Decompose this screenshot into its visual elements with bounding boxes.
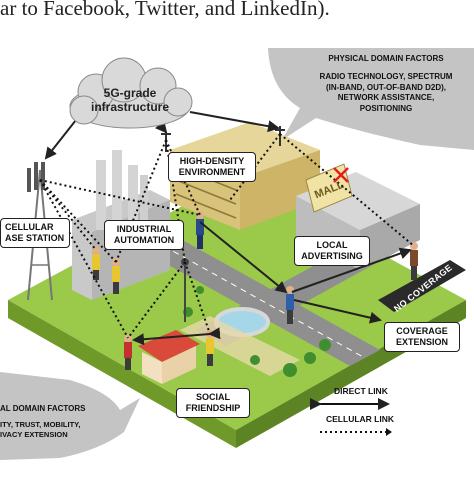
social-panel-title: AL DOMAIN FACTORS [0,404,86,413]
cellular-line2: ASE STATION [5,233,65,243]
physical-line4: POSITIONING [359,103,413,113]
physical-panel-title: PHYSICAL DOMAIN FACTORS [328,54,444,63]
social-friendship-line2: FRIENDSHIP [185,403,241,413]
caption-text: ar to Facebook, Twitter, and LinkedIn). [0,0,330,20]
direct-links [44,111,412,346]
person-police [196,211,204,249]
label-coverage-extension: COVERAGE EXTENSION [384,322,460,352]
cloud-line2: infrastructure [90,100,170,114]
physical-line2: (IN-BAND, OUT-OF-BAND D2D), [326,82,446,92]
social-line2: IVACY EXTENSION [0,430,68,439]
social-factors-panel [0,372,140,460]
person-social-2 [206,330,214,366]
cloud-line1: 5G-grade [103,86,157,100]
physical-panel-body: RADIO TECHNOLOGY, SPECTRUM (IN-BAND, OUT… [298,72,474,114]
coverage-line2: EXTENSION [395,337,448,347]
people [92,211,418,370]
local-adv-line1: LOCAL [316,240,348,250]
coverage-line1: COVERAGE [396,326,448,336]
label-high-density-environment: HIGH-DENSITY ENVIRONMENT [168,152,256,182]
social-friendship-line1: SOCIAL [195,392,230,402]
social-panel-body: ITY, TRUST, MOBILITY, IVACY EXTENSION [0,420,120,440]
label-cellular-base-station: CELLULAR ASE STATION [0,218,70,248]
physical-line1: RADIO TECHNOLOGY, SPECTRUM [319,72,453,81]
no-coverage-strip [378,260,466,312]
legend-direct-label: DIRECT LINK [334,386,388,396]
legend-cellular-label: CELLULAR LINK [326,414,394,424]
high-density-line2: ENVIRONMENT [178,167,246,177]
local-adv-line2: ADVERTISING [301,251,363,261]
high-density-line1: HIGH-DENSITY [179,156,245,166]
no-signal-x [333,167,349,183]
person-social-1 [124,334,132,370]
person-worker-1 [92,246,100,280]
label-industrial-automation: INDUSTRIAL AUTOMATION [104,220,184,250]
cloud-shape [69,57,193,129]
industrial-line1: INDUSTRIAL [116,224,172,234]
person-mall [410,242,418,280]
physical-line3: NETWORK ASSISTANCE, [337,93,435,102]
person-worker-2 [112,258,120,294]
label-local-advertising: LOCAL ADVERTISING [294,236,370,266]
social-line1: ITY, TRUST, MOBILITY, [0,420,81,429]
cellular-line1: CELLULAR [5,222,54,232]
cloud-label: 5G-grade infrastructure [82,86,178,114]
industrial-line2: AUTOMATION [113,235,175,245]
physical-factors-panel [268,48,474,150]
label-social-friendship: SOCIAL FRIENDSHIP [176,388,250,418]
